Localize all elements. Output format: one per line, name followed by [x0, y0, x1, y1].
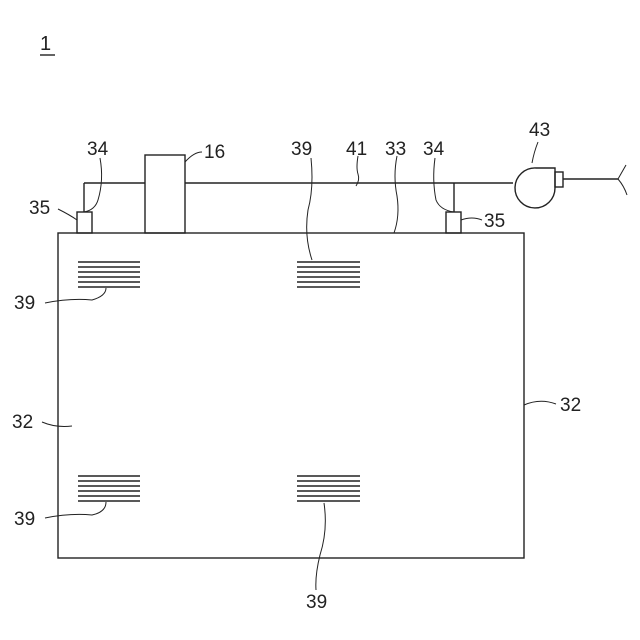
figure-number-text: 1 [40, 33, 51, 55]
vent-bottom-left [78, 476, 140, 501]
leader-33 [394, 156, 398, 233]
leader-39-bottom-center [316, 503, 326, 590]
leader-lines [42, 142, 556, 590]
nozzle-right [446, 212, 461, 233]
label-35-left: 35 [29, 198, 50, 219]
blower-cable-break-bottom [618, 179, 627, 195]
blower-cable-break-top [618, 165, 626, 179]
label-39-top-left: 39 [14, 293, 35, 314]
label-16: 16 [204, 142, 225, 163]
blower-outlet [555, 172, 563, 187]
label-32-left: 32 [12, 412, 33, 433]
leader-32-right [524, 401, 556, 405]
leader-39-top-left [45, 288, 106, 303]
label-39-top-center: 39 [291, 139, 312, 160]
leader-35-right [461, 218, 482, 220]
vent-top-left [78, 262, 140, 287]
leader-39-top-center [307, 158, 312, 260]
vent-top-center [297, 262, 360, 287]
label-43: 43 [529, 120, 550, 141]
label-34-right: 34 [423, 139, 445, 160]
blower-housing [515, 168, 555, 208]
label-33: 33 [385, 139, 406, 160]
label-39-bottom-left: 39 [14, 509, 35, 530]
figure-number: 1 [40, 33, 55, 55]
leader-32-left [42, 422, 72, 427]
vent-bottom-center [297, 476, 360, 501]
leader-16 [185, 152, 202, 162]
label-41: 41 [346, 139, 367, 160]
leader-43 [532, 142, 538, 163]
leader-34-left [84, 158, 102, 212]
leader-41 [356, 156, 359, 186]
leader-34-right [434, 158, 454, 212]
label-34-left: 34 [87, 139, 109, 160]
label-39-bottom-center: 39 [306, 592, 327, 613]
leader-35-left [58, 209, 77, 220]
label-32-right: 32 [560, 395, 581, 416]
unit-16-box [145, 155, 185, 233]
label-35-right: 35 [484, 211, 505, 232]
leader-39-bottom-left [45, 502, 106, 518]
nozzle-left [77, 212, 92, 233]
blower-43 [515, 165, 627, 208]
